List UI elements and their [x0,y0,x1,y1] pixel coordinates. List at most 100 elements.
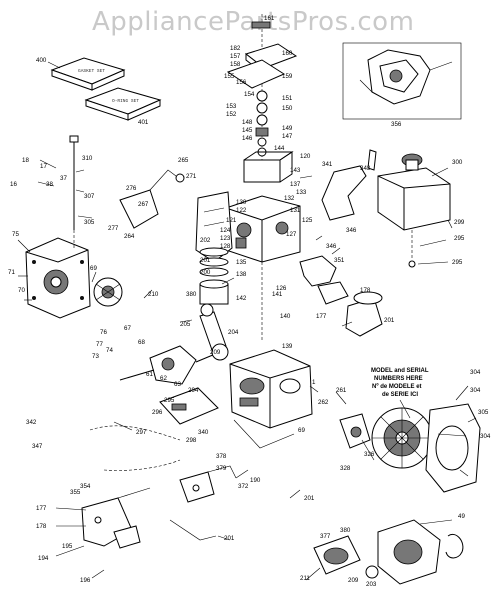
callout: 211 [300,575,310,582]
cable [89,425,181,471]
callout: 201 [384,317,395,324]
callout: 156 [236,79,247,86]
crankcase-cover [25,237,91,319]
callout: 120 [300,153,311,160]
crankshaft [119,345,221,385]
ignition-coil [339,413,375,461]
callout: 304 [470,387,481,394]
callout: 68 [138,339,145,346]
callout: 351 [334,257,345,264]
callout: 49 [458,513,465,520]
callout: 177 [36,505,47,512]
callout: 121 [226,217,237,224]
callout: 128 [220,243,231,250]
callout: 305 [84,219,95,226]
callout: 38 [46,181,53,188]
callout: 140 [280,313,291,320]
callout: 299 [454,219,465,226]
callout: 61 [146,371,153,378]
fuel-tank [377,153,451,268]
callout: 196 [80,577,91,584]
callout: 347 [32,443,43,450]
callout: 300 [452,159,463,166]
callout-labels: 161 182 157 160 158 155 156 159 154 151 … [8,15,491,588]
callout: 62 [160,375,167,382]
callout: 154 [244,91,255,98]
callout: 265 [178,157,189,164]
callout-401: 401 [138,119,149,126]
leader-lines [17,159,477,581]
callout: 380 [340,527,351,534]
callout: 75 [12,231,19,238]
callout: 37 [60,175,67,182]
callout: 63 [174,381,181,388]
o-ring-set-box: O-RING SET 401 [84,87,162,126]
muffler [345,291,383,337]
callout: 194 [38,555,49,562]
callout: 296 [152,409,163,416]
callout: 190 [250,477,261,484]
callout: 378 [216,453,227,460]
callout: 123 [220,235,231,242]
callout: 71 [8,269,15,276]
callout: 340 [198,429,209,436]
governor-gear [93,277,123,307]
callout: 346 [326,243,337,250]
callout: 138 [236,271,247,278]
callout: 182 [230,45,241,52]
callout: 69 [90,265,97,272]
callout: 74 [106,347,113,354]
callout: 149 [282,125,293,132]
callout: 178 [360,287,371,294]
valve-chamber [243,159,281,183]
blower-housing [425,403,481,493]
callout: 305 [478,409,489,416]
callout: 297 [136,429,147,436]
callout: 310 [82,155,93,162]
callout: 161 [264,15,275,22]
callout: 204 [228,329,239,336]
callout: 151 [282,95,293,102]
callout: 200 [200,269,211,276]
callout: 122 [236,207,247,214]
callout: 264 [124,233,135,240]
callout: 195 [62,543,73,550]
callout: 202 [200,237,211,244]
callout: 342 [26,419,37,426]
callout: 132 [284,195,295,202]
callout: 76 [100,329,107,336]
callout: 157 [230,53,241,60]
callout: 177 [316,313,327,320]
callout: 142 [236,295,247,302]
callout: 153 [226,103,237,110]
callout: 145 [242,127,253,134]
valve-gasket [226,59,286,89]
valve-stack [226,14,298,183]
callout: 209 [210,349,221,356]
callout: 304 [480,433,491,440]
callout: 276 [126,185,137,192]
note-line-1: MODEL and SERIAL [371,368,429,374]
callout: 203 [366,581,377,588]
callout: 159 [282,73,293,80]
callout: 346 [346,227,357,234]
starter-rope [445,534,464,559]
callout: 262 [318,399,329,406]
callout: 131 [290,207,301,214]
oil-dipstick [69,135,79,250]
callout: 201 [224,535,235,542]
callout: 379 [216,465,227,472]
starter-cup [313,535,379,579]
callout: 150 [282,105,293,112]
callout: 18 [22,157,29,164]
callout: 67 [124,325,131,332]
callout: 124 [220,227,231,234]
callout: 209 [348,577,359,584]
governor-bracket [119,169,185,229]
callout: 137 [290,181,301,188]
gasket-set-text: GASKET SET [78,68,105,74]
callout: 73 [92,353,99,360]
callout: 377 [320,533,331,540]
o-ring-set-text: O-RING SET [112,98,139,104]
control-bracket [81,487,151,549]
